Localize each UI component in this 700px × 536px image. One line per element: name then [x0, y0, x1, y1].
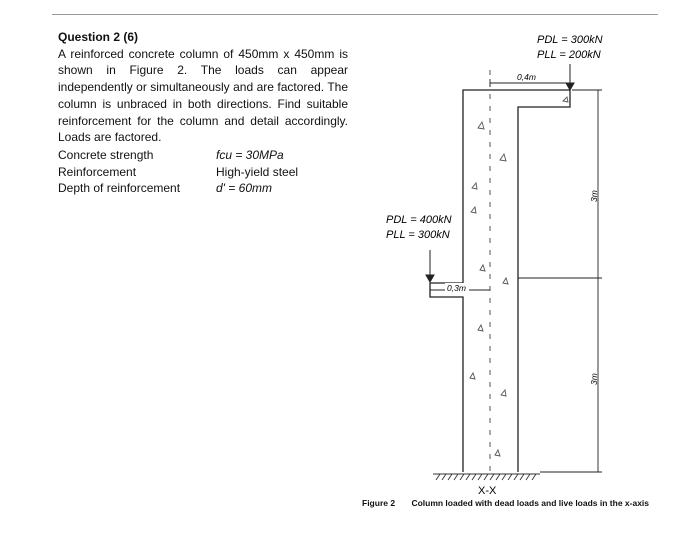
- concrete-hatching: [469, 96, 569, 457]
- figure-caption: Figure 2 Column loaded with dead loads a…: [362, 498, 649, 508]
- top-eccentricity-label: 0,4m: [517, 72, 536, 82]
- figure-caption-text: Column loaded with dead loads and live l…: [411, 498, 650, 508]
- mid-live-load: PLL = 300kN: [386, 229, 450, 241]
- column-outline: [429, 89, 571, 472]
- top-load-arrow: [565, 64, 575, 92]
- top-divider: [52, 14, 658, 15]
- figure-number: Figure 2: [362, 498, 396, 508]
- top-live-load: PLL = 200kN: [537, 49, 601, 61]
- property-value: d' = 60mm: [216, 181, 272, 195]
- top-dead-load: PDL = 300kN: [537, 34, 603, 46]
- question-block: Question 2 (6) A reinforced concrete col…: [58, 29, 348, 146]
- property-label: Depth of reinforcement: [58, 181, 181, 195]
- question-title: Question 2 (6): [58, 30, 139, 44]
- property-value: fcu = 30MPa: [216, 148, 284, 162]
- mid-eccentricity-label: 0,3m: [447, 283, 466, 293]
- foundation-hatching: [433, 473, 540, 481]
- property-value: High-yield steel: [216, 164, 299, 179]
- upper-height-label: 3m: [589, 190, 599, 202]
- property-label: Reinforcement: [58, 164, 137, 179]
- lower-height-label: 3m: [589, 373, 599, 385]
- property-label: Concrete strength: [58, 148, 154, 162]
- mid-dead-load: PDL = 400kN: [386, 214, 452, 226]
- section-label: X-X: [478, 485, 497, 497]
- question-body: A reinforced concrete column of 450mm x …: [58, 46, 348, 145]
- height-dimensions: [518, 89, 602, 473]
- mid-eccentricity-bg: [445, 283, 469, 293]
- mid-load-arrow: [425, 250, 435, 284]
